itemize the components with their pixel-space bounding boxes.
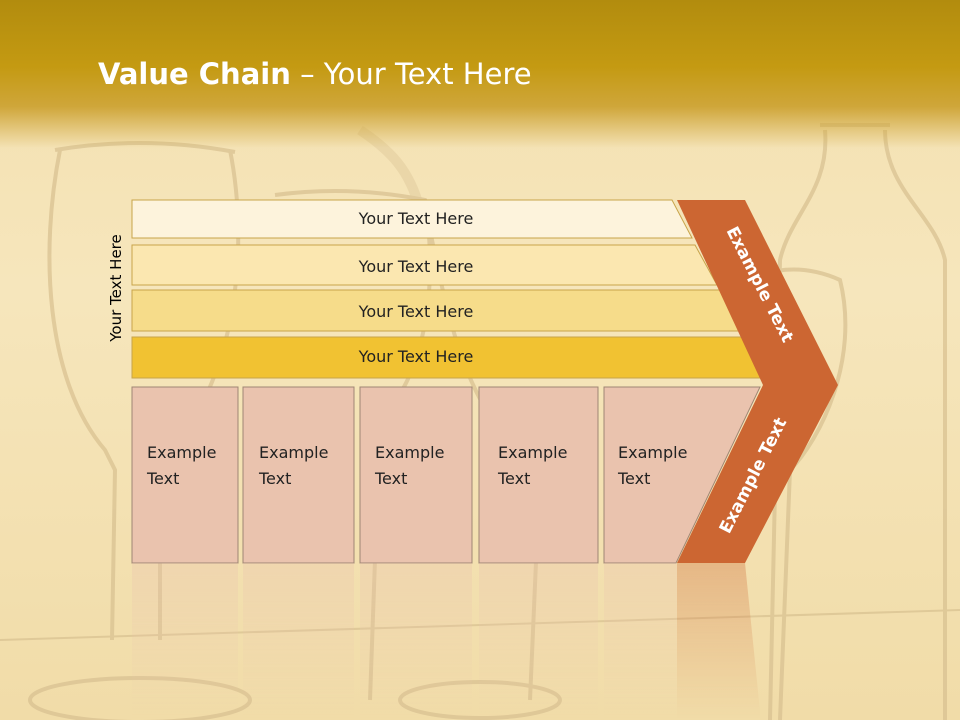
activity-box-3: Example Text xyxy=(359,386,473,564)
slide-title-rest: – Your Text Here xyxy=(290,57,532,91)
box-text-line2: Text xyxy=(617,469,650,488)
box-shape xyxy=(242,386,355,564)
layer-label: Your Text Here xyxy=(358,257,474,276)
box-text-line2: Text xyxy=(497,469,530,488)
activity-box-2: Example Text xyxy=(242,386,355,564)
box-text-line1: Example xyxy=(498,443,567,462)
layer-label: Your Text Here xyxy=(358,302,474,321)
chevron-shape xyxy=(677,200,838,563)
activity-box-1: Example Text xyxy=(131,386,239,564)
layer-bar-1: Your Text Here xyxy=(131,199,693,239)
diagram-reflection xyxy=(132,563,761,720)
layer-label: Your Text Here xyxy=(358,347,474,366)
layer-bar-2: Your Text Here xyxy=(131,244,718,286)
slide-title: Value Chain – Your Text Here xyxy=(98,54,532,94)
activity-box-4: Example Text xyxy=(478,386,599,564)
layer-bar-3: Your Text Here xyxy=(131,289,741,332)
box-text-line1: Example xyxy=(618,443,687,462)
reflection-box xyxy=(479,563,598,720)
layers-group: Your Text Here Your Text Here Your Text … xyxy=(131,199,764,379)
boxes-group: Example Text Example Text Example Text E… xyxy=(131,386,761,564)
box-text-line1: Example xyxy=(375,443,444,462)
box-shape xyxy=(359,386,473,564)
reflection-box xyxy=(360,563,472,720)
box-text-line2: Text xyxy=(374,469,407,488)
side-label: Your Text Here xyxy=(107,234,125,342)
box-shape xyxy=(131,386,239,564)
reflection-box xyxy=(243,563,354,720)
box-text-line1: Example xyxy=(147,443,216,462)
layer-label: Your Text Here xyxy=(358,209,474,228)
layer-bar-4: Your Text Here xyxy=(131,336,764,379)
reflection-box xyxy=(132,563,238,720)
layer-shape xyxy=(131,199,693,239)
box-text-line1: Example xyxy=(259,443,328,462)
slide-title-bold: Value Chain xyxy=(98,57,291,91)
reflection-chevron xyxy=(677,563,761,720)
title-band xyxy=(0,0,960,148)
box-text-line2: Text xyxy=(146,469,179,488)
box-shape xyxy=(478,386,599,564)
box-text-line2: Text xyxy=(258,469,291,488)
